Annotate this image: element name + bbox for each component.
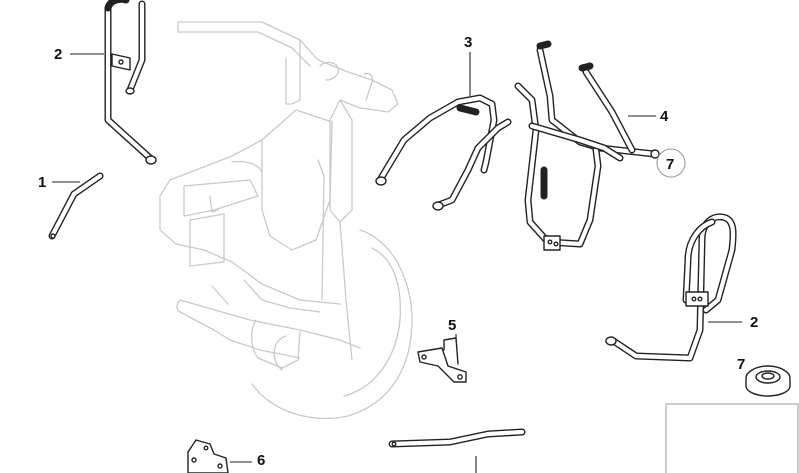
part-6-plate-bracket xyxy=(187,439,229,473)
part-4-crash-bar-frame xyxy=(514,40,660,251)
leader-lines xyxy=(52,52,742,473)
callout-part-2-upper: 2 xyxy=(54,46,62,63)
part-2-upper-guard-tube xyxy=(104,0,157,165)
note-circle xyxy=(656,148,686,178)
part-5-mounting-bracket xyxy=(417,337,467,383)
callout-part-2-lower: 2 xyxy=(750,314,758,331)
callout-part-7-note: 7 xyxy=(666,156,674,173)
callout-part-7: 7 xyxy=(737,356,745,373)
callout-part-4: 4 xyxy=(660,108,669,125)
inset-frame xyxy=(665,403,799,473)
motorcycle-ghost-outline xyxy=(159,21,413,420)
part-long-rod xyxy=(388,428,526,448)
part-2-lower-guard-tube xyxy=(605,213,737,362)
callout-part-5: 5 xyxy=(448,317,456,334)
callout-part-1: 1 xyxy=(38,174,46,191)
part-1-rod xyxy=(48,172,104,240)
part-3-bracket-guard xyxy=(375,94,512,211)
callout-part-6: 6 xyxy=(257,452,265,469)
callout-part-3: 3 xyxy=(464,34,472,51)
part-7-grommet xyxy=(745,365,791,397)
